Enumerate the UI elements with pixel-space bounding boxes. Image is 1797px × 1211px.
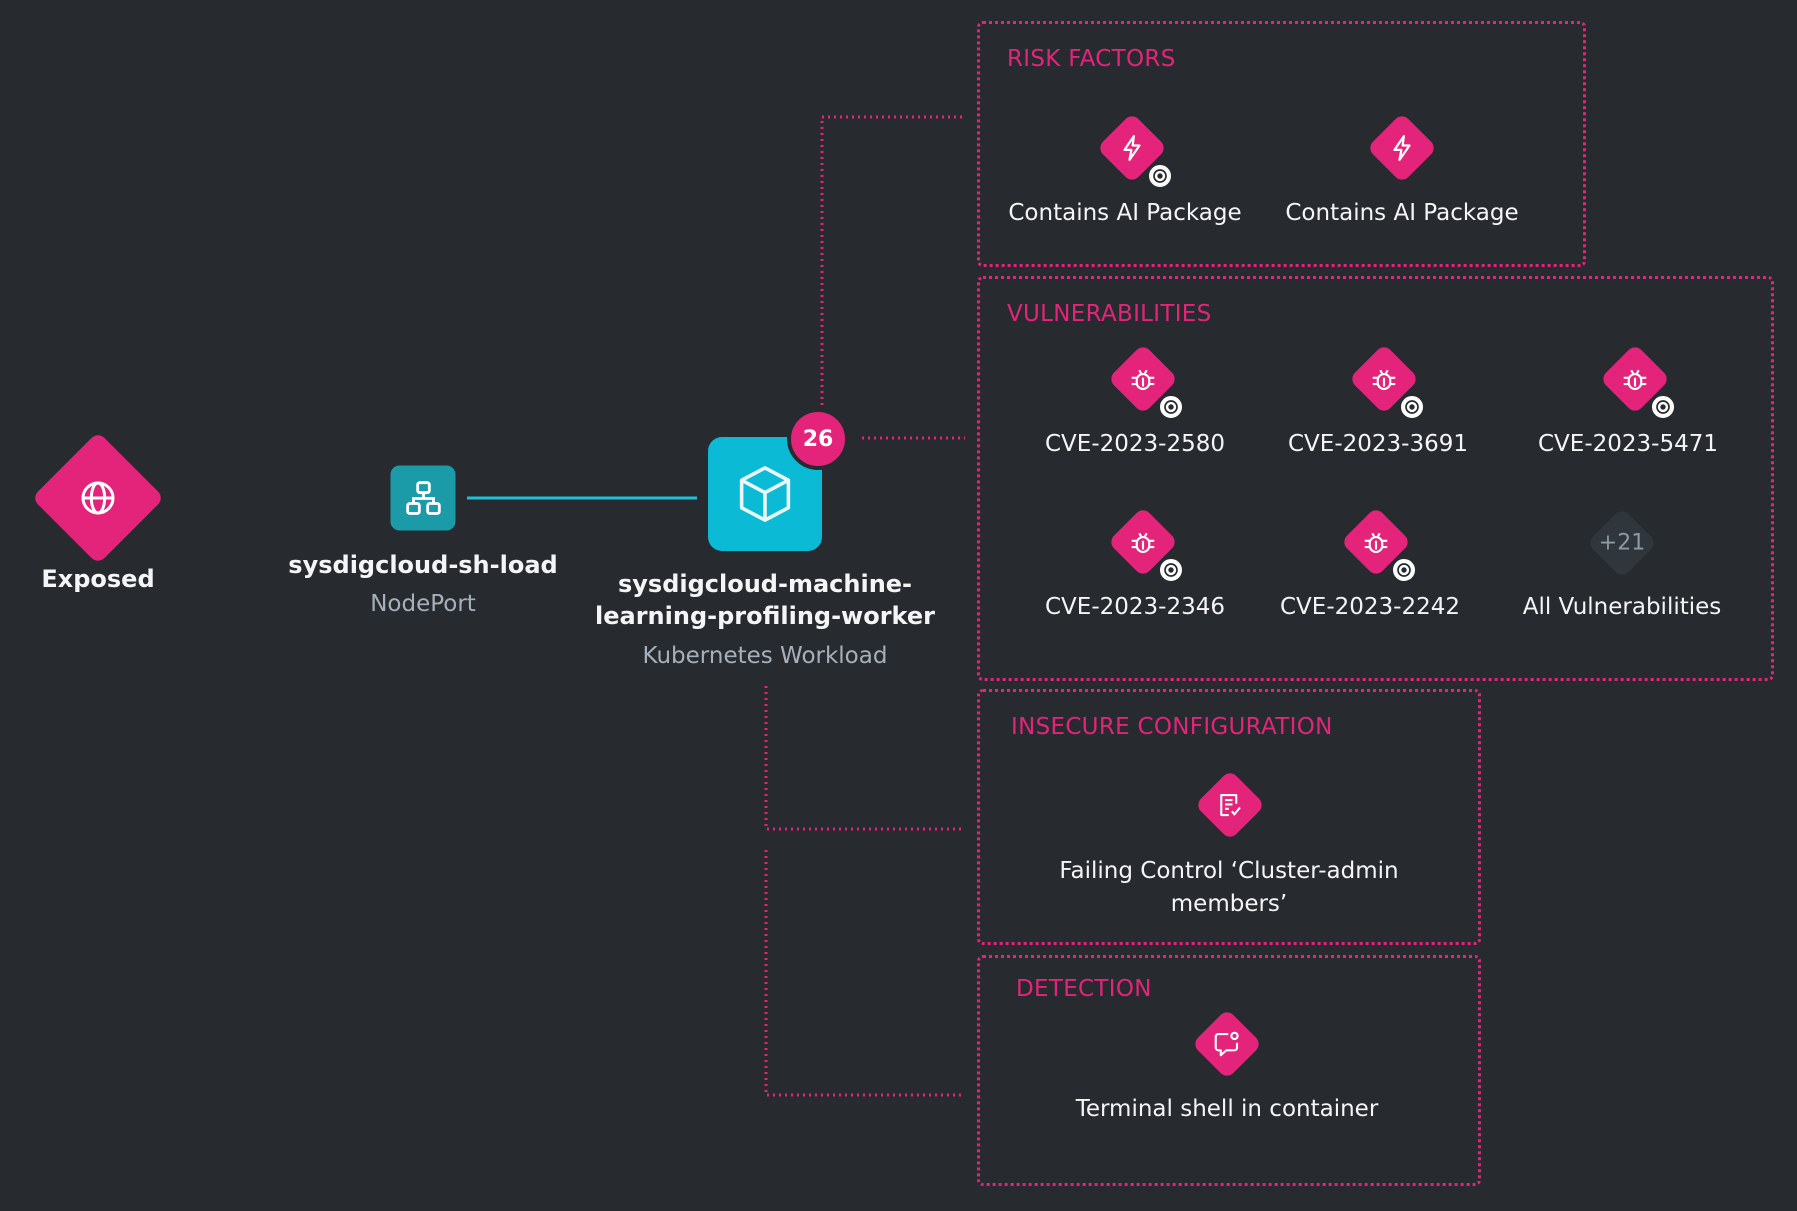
bug-icon	[1372, 369, 1396, 391]
connector-risk-factors	[820, 115, 965, 405]
vulnerability-label-4: CVE-2023-2346	[1045, 594, 1225, 620]
target-icon	[1157, 393, 1185, 421]
target-icon	[1398, 393, 1426, 421]
vulnerability-item-1[interactable]	[1109, 345, 1185, 421]
risk-factor-label-1: Contains AI Package	[1008, 200, 1242, 226]
finding-count-badge[interactable]: 26	[787, 408, 849, 470]
vulnerability-label-3: CVE-2023-5471	[1538, 431, 1718, 457]
detection-panel	[977, 955, 1481, 1186]
vulnerability-item-2[interactable]	[1350, 345, 1426, 421]
bug-icon	[1364, 532, 1388, 554]
bug-icon	[1131, 532, 1155, 554]
target-icon	[1157, 556, 1185, 584]
insecure-configuration-item[interactable]	[1196, 771, 1264, 839]
exposed-label: Exposed	[41, 565, 155, 593]
vulnerabilities-panel	[977, 276, 1774, 681]
connector-insecure-configuration	[764, 686, 965, 831]
risk-factor-item-1[interactable]	[1098, 114, 1174, 190]
detection-item[interactable]	[1193, 1010, 1261, 1078]
insecure-configuration-panel	[977, 689, 1481, 945]
vulnerability-label-2: CVE-2023-3691	[1288, 431, 1468, 457]
network-nodes-icon	[405, 480, 441, 515]
more-vulnerabilities-count: +21	[1598, 530, 1646, 556]
vulnerability-item-4[interactable]	[1109, 508, 1185, 584]
bug-icon	[1623, 369, 1647, 391]
risk-factor-item-2[interactable]	[1368, 114, 1436, 182]
insecure-configuration-title: INSECURE CONFIGURATION	[1011, 714, 1333, 740]
checklist-icon	[1220, 793, 1241, 817]
chat-alert-icon	[1214, 1031, 1239, 1057]
all-vulnerabilities-label: All Vulnerabilities	[1522, 594, 1722, 620]
risk-factors-title: RISK FACTORS	[1007, 46, 1176, 72]
risk-factors-panel	[977, 21, 1586, 267]
risk-factor-label-2: Contains AI Package	[1285, 200, 1519, 226]
all-vulnerabilities-item[interactable]: +21	[1588, 509, 1656, 577]
connector-detection	[764, 850, 965, 1097]
vulnerability-item-5[interactable]	[1342, 508, 1418, 584]
exposed-node[interactable]: #exposedD::before{inset:16px;border-radi…	[42, 442, 154, 554]
service-name: sysdigcloud-sh-load	[288, 551, 558, 579]
detection-title: DETECTION	[1016, 976, 1152, 1002]
vulnerability-item-3[interactable]	[1601, 345, 1677, 421]
workload-name-line1: sysdigcloud-machine-	[617, 570, 913, 598]
vulnerability-label-5: CVE-2023-2242	[1280, 594, 1460, 620]
workload-type: Kubernetes Workload	[642, 643, 888, 669]
vulnerabilities-title: VULNERABILITIES	[1007, 301, 1212, 327]
vulnerability-label-1: CVE-2023-2580	[1045, 431, 1225, 457]
service-node[interactable]	[390, 465, 456, 531]
bolt-icon	[1123, 135, 1141, 161]
target-icon	[1390, 556, 1418, 584]
workload-name-line2: learning-profiling-worker	[595, 602, 935, 630]
cube-icon	[739, 466, 791, 522]
service-type: NodePort	[370, 591, 476, 617]
insecure-configuration-label: Failing Control ‘Cluster-admin members’	[1059, 858, 1399, 917]
target-icon	[1146, 162, 1174, 190]
target-icon	[1649, 393, 1677, 421]
detection-label: Terminal shell in container	[1075, 1096, 1379, 1122]
bolt-icon	[1393, 135, 1411, 161]
globe-icon	[81, 481, 115, 515]
bug-icon	[1131, 369, 1155, 391]
